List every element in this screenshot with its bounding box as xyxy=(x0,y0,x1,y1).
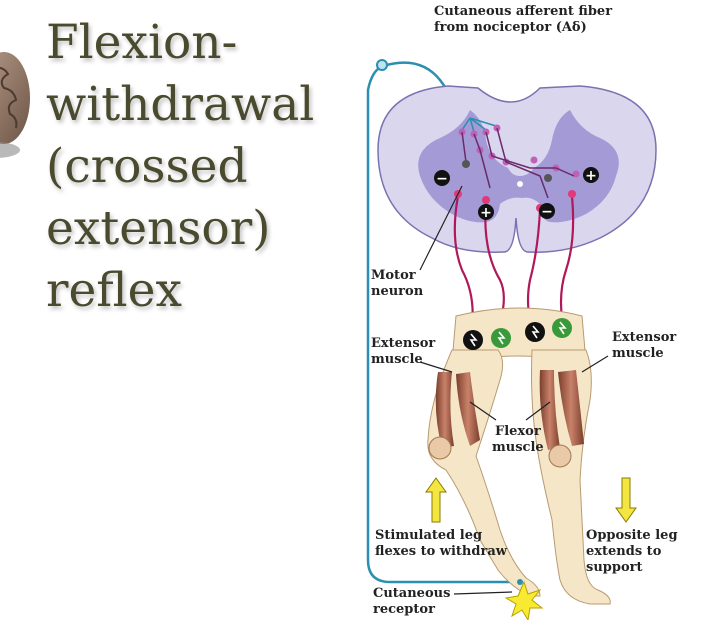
interneuron-paths xyxy=(461,127,575,199)
motor-neuron-label: Motor neuron xyxy=(371,268,423,300)
right-leg-minus-marker xyxy=(525,322,545,342)
minus-sign-right: − xyxy=(541,204,553,220)
title-line-1: Flexion- xyxy=(46,15,238,70)
plus-sign-right: + xyxy=(585,168,597,184)
afferent-fiber-path xyxy=(366,64,517,584)
minus-marker-left xyxy=(434,170,450,186)
legs-illustration xyxy=(427,307,611,605)
afferent-label-line-2: from nociceptor (Aδ) xyxy=(434,20,587,35)
motor-label-line-2: neuron xyxy=(371,284,424,299)
extensor-left-line-2: muscle xyxy=(371,352,423,367)
extensor-right-pointer xyxy=(581,355,609,373)
left-leg-plus-marker xyxy=(491,328,511,348)
receptor-line-2: receptor xyxy=(373,602,435,617)
stim-line-1: Stimulated leg xyxy=(375,528,483,543)
extensor-left-pointer xyxy=(419,361,453,373)
minus-sign-left: − xyxy=(436,171,448,187)
receptor-pointer xyxy=(453,591,513,595)
afferent-label-line-1: Cutaneous afferent fiber xyxy=(434,4,613,19)
plus-marker-left xyxy=(478,204,494,220)
flexor-label: Flexor muscle xyxy=(492,424,544,456)
opp-line-2: extends to xyxy=(586,544,662,559)
stimulus-starburst-icon xyxy=(504,579,544,620)
flexor-line-1: Flexor xyxy=(494,424,541,439)
interneuron-right xyxy=(544,174,552,182)
minus-marker-right xyxy=(539,203,555,219)
up-arrow-icon xyxy=(425,477,447,523)
stim-line-2: flexes to withdraw xyxy=(375,544,507,559)
extensor-left-line-1: Extensor xyxy=(371,336,436,351)
afferent-branches xyxy=(461,117,497,133)
brain-icon xyxy=(0,52,30,158)
plus-marker-right xyxy=(583,167,599,183)
right-leg-plus-marker xyxy=(552,318,572,338)
flexor-pointer-left xyxy=(469,401,497,421)
extensor-right-line-2: muscle xyxy=(612,346,664,361)
title-line-2: withdrawal xyxy=(46,77,315,132)
down-arrow-icon xyxy=(615,477,637,523)
motor-neuron-pointer xyxy=(419,185,463,271)
left-leg-minus-marker xyxy=(463,330,483,350)
title-line-3: (crossed xyxy=(46,139,248,194)
interneuron-left xyxy=(462,160,470,168)
extensor-right-label: Extensor muscle xyxy=(612,330,676,362)
cutaneous-receptor-label: Cutaneous receptor xyxy=(373,586,450,618)
plus-sign-left: + xyxy=(480,205,492,221)
motor-label-line-1: Motor xyxy=(371,268,416,283)
title-line-4: extensor) xyxy=(46,201,271,256)
extensor-right-line-1: Extensor xyxy=(612,330,677,345)
opp-line-3: support xyxy=(586,560,643,575)
extensor-left-label: Extensor muscle xyxy=(371,336,435,368)
flexor-line-2: muscle xyxy=(492,440,544,455)
flexor-pointer-right xyxy=(525,401,551,421)
dorsal-root-ganglion xyxy=(376,59,388,71)
stimulated-leg-label: Stimulated leg flexes to withdraw xyxy=(375,528,507,560)
opp-line-1: Opposite leg xyxy=(586,528,678,543)
opposite-leg-label: Opposite leg extends to support xyxy=(586,528,678,576)
receptor-line-1: Cutaneous xyxy=(373,586,451,601)
page-title: Flexion- withdrawal (crossed extensor) r… xyxy=(46,12,314,322)
title-line-5: reflex xyxy=(46,263,182,318)
afferent-fiber-label: Cutaneous afferent fiber from nociceptor… xyxy=(434,4,612,36)
spinal-cord-section xyxy=(377,85,657,253)
